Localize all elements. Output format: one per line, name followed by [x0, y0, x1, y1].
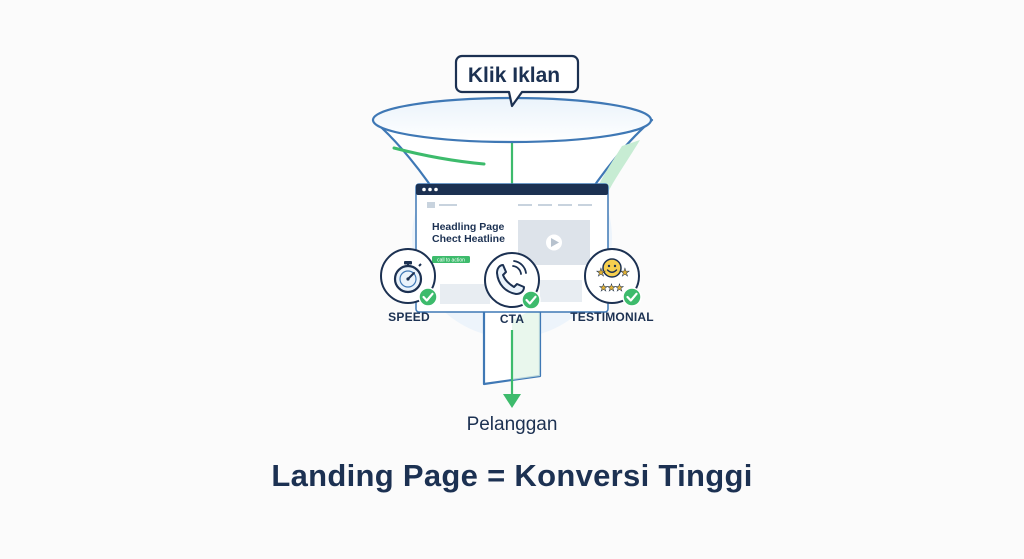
landing-page-mockup: Headling Page Chect Heatline call to act…: [415, 183, 609, 313]
feature-label-speed: SPEED: [388, 310, 430, 324]
check-badge-icon: [521, 290, 541, 310]
browser-dot: [428, 187, 432, 192]
svg-text:★: ★: [596, 267, 606, 279]
browser-dot: [422, 187, 426, 192]
svg-text:★: ★: [620, 267, 630, 279]
check-badge-icon: [622, 287, 642, 307]
output-arrow: [503, 330, 521, 408]
svg-text:★: ★: [615, 283, 624, 294]
svg-text:★: ★: [607, 283, 616, 294]
page-cta-button-label: call to action: [437, 258, 465, 264]
speech-bubble: Klik Iklan: [454, 54, 580, 108]
smiley-stars-icon: ★ ★ ★ ★ ★: [596, 258, 630, 294]
output-label: Pelanggan: [467, 414, 558, 435]
feature-label-cta: CTA: [500, 312, 525, 326]
feature-testimonial: ★ ★ ★ ★ ★ TESTIMONIAL: [570, 248, 654, 324]
page-cta-button: [432, 256, 470, 263]
check-badge-icon: [418, 287, 438, 307]
page-heading-line2: Chect Heatline: [432, 233, 505, 245]
feature-label-testimonial: TESTIMONIAL: [570, 310, 654, 324]
bubble-label: Klik Iklan: [468, 64, 560, 87]
browser-dot: [434, 187, 438, 192]
svg-text:★: ★: [599, 283, 608, 294]
phone-icon: [496, 260, 527, 295]
stopwatch-icon: [393, 261, 423, 294]
site-logo: [427, 202, 435, 208]
feature-speed: SPEED: [380, 248, 438, 324]
browser-bar: [416, 184, 608, 195]
headline: Landing Page = Konversi Tinggi: [271, 458, 753, 493]
page-heading-line1: Headling Page: [432, 221, 505, 233]
feature-cta: CTA: [484, 252, 541, 326]
